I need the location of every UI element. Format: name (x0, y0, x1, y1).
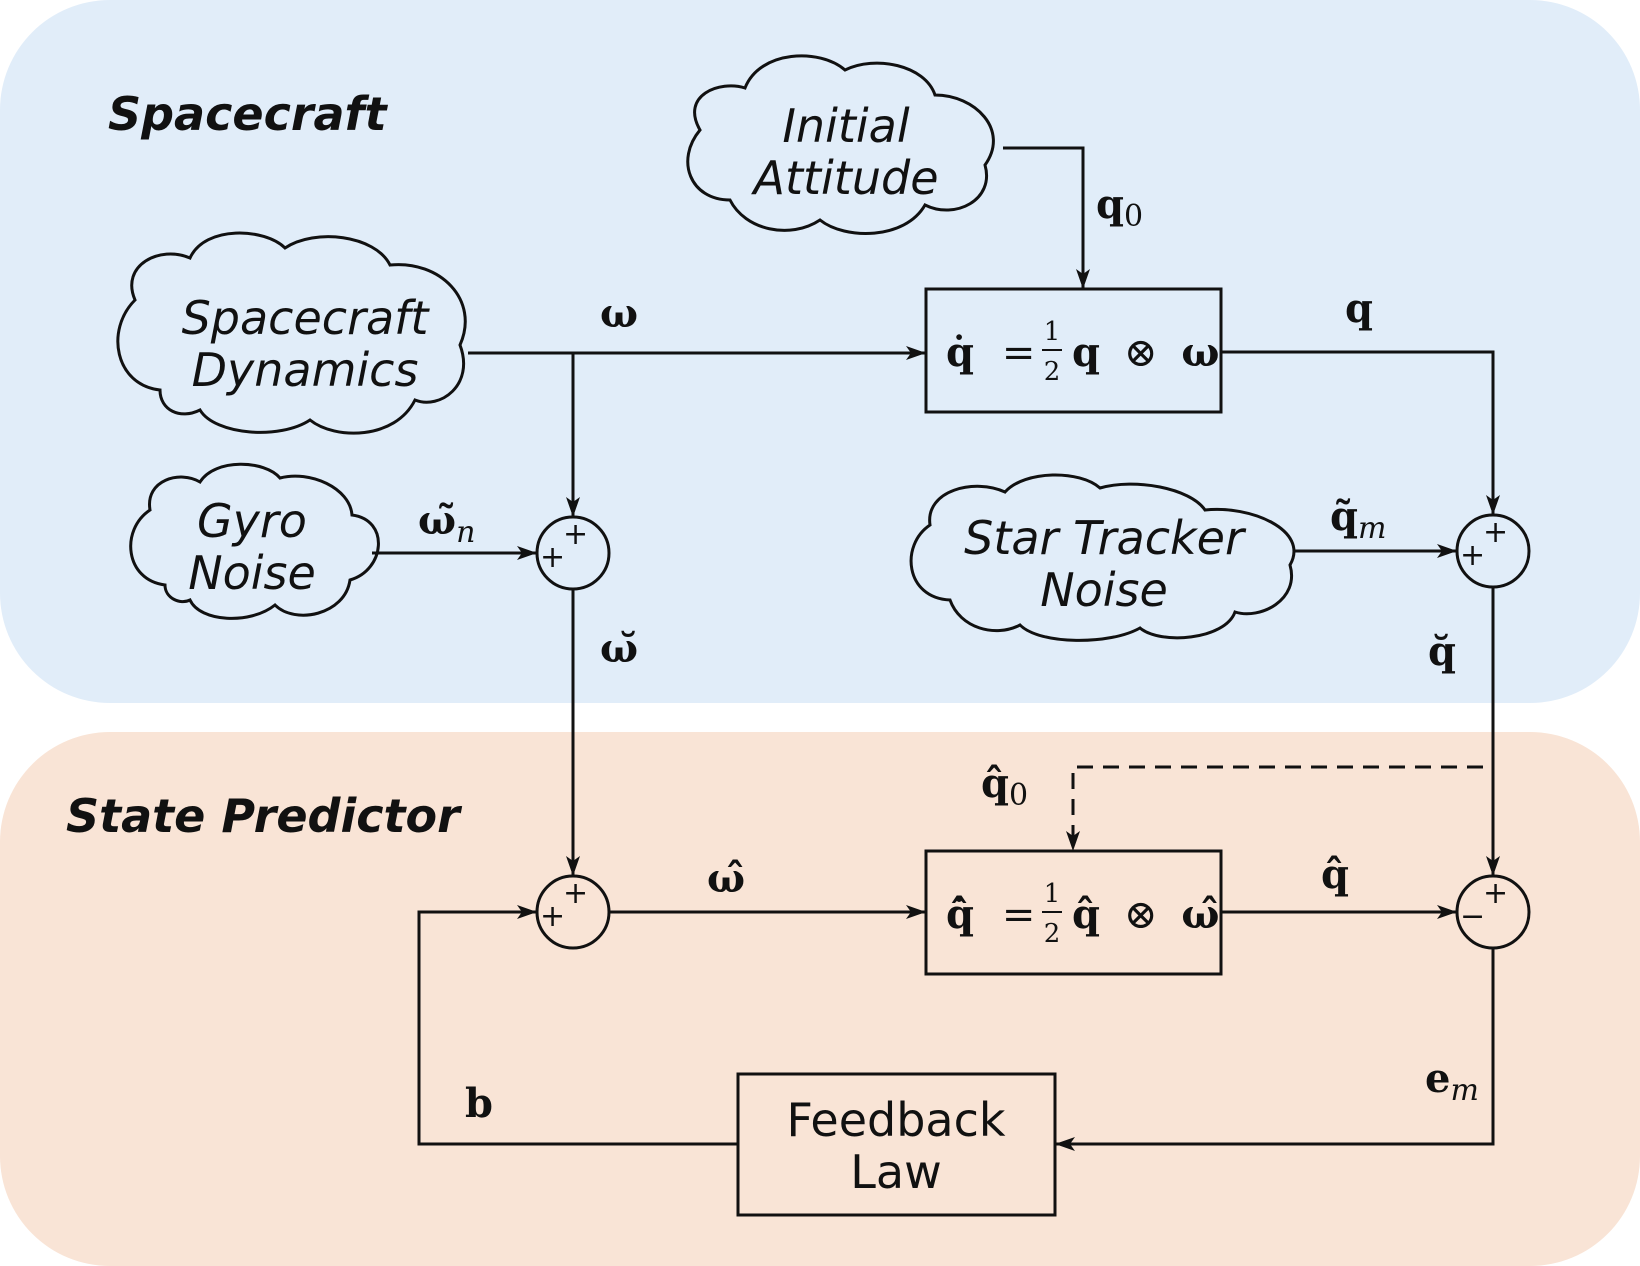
label-omega-hat: ω̂ (707, 855, 745, 902)
gyro-noise-line2: Noise (188, 546, 316, 600)
label-omega-n: ω̃n (418, 497, 475, 550)
svg-text:+: + (563, 517, 588, 552)
sum-junction-bias: + + (535, 874, 611, 950)
label-q0: q0 (1096, 181, 1143, 234)
svg-text:+: + (540, 540, 565, 575)
svg-text:+: + (1483, 515, 1508, 550)
predictor-block: q̂̇ = 1 2 q̂ ⊗ ω̂ (924, 849, 1223, 976)
kinematics-block: q̇ = 1 2 q ⊗ ω (924, 287, 1223, 414)
initial-attitude-cloud: Initial Attitude (686, 54, 995, 235)
kinematics-otimes: ⊗ (1124, 330, 1158, 376)
state-predictor-title: State Predictor (66, 789, 463, 843)
predictor-lhs: q̂̇ (946, 891, 974, 938)
label-q-m: q̃m (1330, 493, 1386, 546)
star-tracker-noise-cloud: Star Tracker Noise (909, 473, 1296, 642)
gyro-noise-line1: Gyro (197, 494, 307, 548)
feedback-law-line1: Feedback (786, 1093, 1005, 1147)
spacecraft-dynamics-cloud: Spacecraft Dynamics (116, 231, 467, 435)
svg-text:q ⊗ ω: q ⊗ ω (1072, 329, 1219, 376)
q0-hat-dashed (1066, 765, 1483, 851)
svg-text:q̇ =: q̇ = (946, 329, 1035, 376)
sum-junction-gyro: + + (535, 515, 611, 591)
sum-junction-error: − + (1455, 874, 1531, 950)
spacecraft-title: Spacecraft (108, 87, 389, 141)
predictor-otimes: ⊗ (1124, 892, 1158, 938)
svg-text:+: + (563, 876, 588, 911)
label-omega-breve: ω̆ (600, 625, 638, 672)
predictor-omega: ω̂ (1181, 891, 1219, 938)
predictor-q: q̂ (1072, 891, 1100, 938)
label-omega: ω (600, 290, 638, 337)
state-predictor-region (0, 732, 1640, 1266)
kinematics-lhs: q̇ (946, 329, 974, 376)
feedback-law-block: Feedback Law (736, 1072, 1057, 1217)
svg-text:+: + (1460, 538, 1485, 573)
q0-connector (1003, 146, 1090, 289)
svg-text:q̂̇ =: q̂̇ = (946, 891, 1035, 938)
predictor-equals: = (1002, 892, 1036, 938)
svg-text:+: + (1483, 876, 1508, 911)
q-to-star-junction (1221, 350, 1500, 515)
label-q0-hat: q̂0 (981, 760, 1028, 813)
gyro-noise-cloud: Gyro Noise (129, 462, 380, 620)
kinematics-q: q (1072, 329, 1100, 376)
initial-attitude-line2: Attitude (750, 151, 938, 205)
label-q-hat: q̂ (1321, 851, 1349, 898)
label-q-breve: q̆ (1428, 628, 1456, 675)
star-tracker-noise-line2: Noise (1040, 563, 1168, 617)
kinematics-omega: ω (1181, 329, 1219, 376)
predictor-fraction-den: 2 (1044, 919, 1061, 949)
predictor-fraction-num: 1 (1044, 879, 1061, 909)
label-b: b (465, 1080, 493, 1127)
svg-text:q̂ ⊗ ω̂: q̂ ⊗ ω̂ (1072, 891, 1219, 938)
svg-text:+: + (540, 899, 565, 934)
label-e-m: em (1425, 1055, 1479, 1108)
kinematics-equals: = (1002, 330, 1036, 376)
bias-to-junction (417, 905, 738, 1146)
initial-attitude-line1: Initial (782, 99, 910, 153)
sum-junction-star-tracker: + + (1455, 513, 1531, 589)
spacecraft-dynamics-line1: Spacecraft (182, 291, 431, 345)
kinematics-fraction-num: 1 (1044, 317, 1061, 347)
svg-text:−: − (1460, 899, 1485, 934)
star-tracker-noise-line1: Star Tracker (964, 511, 1247, 565)
label-q: q (1345, 285, 1373, 332)
spacecraft-dynamics-line2: Dynamics (192, 343, 419, 397)
feedback-law-line2: Law (850, 1145, 941, 1199)
error-to-feedback (1055, 948, 1495, 1151)
kinematics-fraction-den: 2 (1044, 357, 1061, 387)
